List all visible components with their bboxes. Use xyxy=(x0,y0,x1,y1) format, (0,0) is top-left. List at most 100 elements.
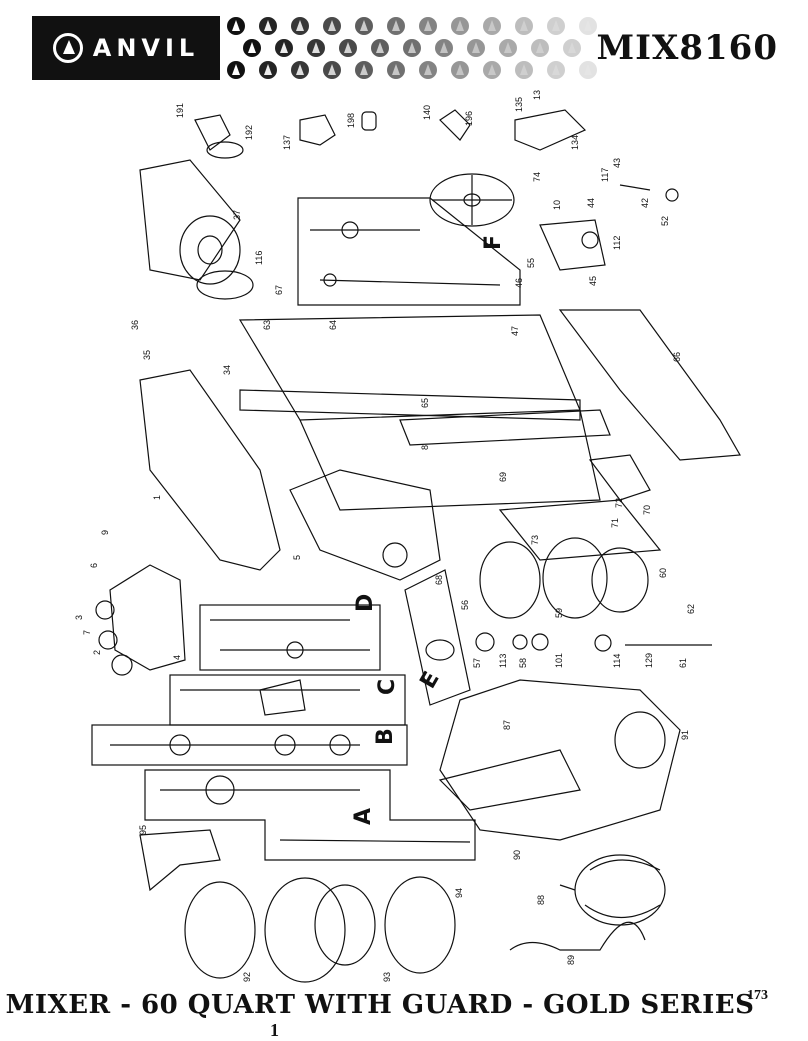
pattern-logo-icon xyxy=(547,61,565,79)
part-number-69: 69 xyxy=(498,472,508,482)
part-number-87: 87 xyxy=(502,720,512,730)
part-number-112: 112 xyxy=(612,236,622,250)
pattern-logo-mark xyxy=(328,20,336,31)
part-number-59: 59 xyxy=(554,608,564,618)
pattern-logo-icon xyxy=(579,17,597,35)
part-number-91: 91 xyxy=(680,730,690,740)
part-number-198: 198 xyxy=(346,113,356,128)
part-number-92: 92 xyxy=(242,972,252,982)
section-label-d: D xyxy=(353,594,378,612)
part-number-5: 5 xyxy=(292,555,302,560)
part-number-2: 2 xyxy=(92,650,102,655)
pattern-logo-mark xyxy=(360,20,368,31)
logo-pattern xyxy=(227,17,597,79)
pattern-logo-icon xyxy=(579,61,597,79)
frame-drawing xyxy=(238,309,741,511)
pattern-logo-mark xyxy=(568,42,576,53)
part-number-34: 34 xyxy=(222,365,232,375)
part-number-56: 56 xyxy=(460,600,470,610)
part-number-136: 136 xyxy=(532,90,542,100)
section-label-b: B xyxy=(373,728,398,745)
section-label-e: E xyxy=(416,667,445,693)
part-number-116: 116 xyxy=(254,251,264,265)
part-number-37: 37 xyxy=(232,210,242,220)
part-number-73: 73 xyxy=(530,535,540,545)
part-number-134: 134 xyxy=(570,135,580,150)
model-number: MIX8160 xyxy=(596,28,778,68)
pattern-logo-mark xyxy=(312,42,320,53)
brand-logo: ANVIL xyxy=(32,16,220,80)
pattern-logo-mark xyxy=(552,20,560,31)
pattern-logo-mark xyxy=(264,20,272,31)
pattern-logo-mark xyxy=(536,42,544,53)
part-number-45: 45 xyxy=(588,276,598,286)
part-number-42: 42 xyxy=(640,198,650,208)
pattern-logo-mark xyxy=(424,20,432,31)
pattern-logo-mark xyxy=(440,42,448,53)
pattern-logo-mark xyxy=(232,64,240,75)
pattern-logo-icon xyxy=(467,39,485,57)
part-number-192: 192 xyxy=(244,125,254,140)
part-number-140: 140 xyxy=(422,105,432,120)
part-number-36: 36 xyxy=(130,320,140,330)
pattern-logo-mark xyxy=(376,42,384,53)
pattern-logo-mark xyxy=(296,20,304,31)
part-number-196: 196 xyxy=(464,111,474,126)
part-number-9: 9 xyxy=(100,530,110,535)
part-number-67: 67 xyxy=(274,285,284,295)
pattern-logo-mark xyxy=(488,20,496,31)
part-number-60: 60 xyxy=(658,568,668,578)
page-title: MIXER - 60 QUART WITH GUARD - GOLD SERIE… xyxy=(5,990,755,1020)
section-label-f: F xyxy=(481,235,506,250)
part-number-4: 4 xyxy=(172,655,182,660)
pattern-logo-mark xyxy=(456,20,464,31)
pattern-logo-mark xyxy=(520,64,528,75)
part-number-137: 137 xyxy=(282,135,292,150)
part-number-8: 8 xyxy=(420,445,430,450)
part-number-94: 94 xyxy=(454,888,464,898)
pattern-logo-mark xyxy=(472,42,480,53)
part-number-74: 74 xyxy=(532,172,542,182)
pattern-logo-icon xyxy=(483,61,501,79)
pattern-logo-mark xyxy=(392,20,400,31)
part-number-95: 95 xyxy=(138,825,148,835)
part-number-64: 64 xyxy=(328,320,338,330)
pattern-logo-mark xyxy=(456,64,464,75)
pattern-logo-mark xyxy=(504,42,512,53)
pattern-logo-mark xyxy=(296,64,304,75)
section-label-a: A xyxy=(351,808,376,825)
part-number-89: 89 xyxy=(566,955,576,965)
pattern-logo-mark xyxy=(488,64,496,75)
pattern-logo-mark xyxy=(552,64,560,75)
bowl-drawing xyxy=(438,679,681,841)
part-number-71: 71 xyxy=(610,518,620,528)
part-number-3: 3 xyxy=(74,615,84,620)
part-number-10: 10 xyxy=(552,200,562,210)
pattern-logo-icon xyxy=(499,39,517,57)
pattern-logo-mark xyxy=(424,64,432,75)
part-number-1: 1 xyxy=(152,495,162,500)
part-number-43: 43 xyxy=(612,158,622,168)
part-number-191: 191 xyxy=(175,103,185,118)
part-number-129: 129 xyxy=(644,653,654,668)
part-number-68: 68 xyxy=(434,575,444,585)
pattern-logo-mark xyxy=(520,20,528,31)
part-number-88: 88 xyxy=(536,895,546,905)
footer-mark: 1 xyxy=(270,1020,279,1040)
motor-drawing xyxy=(139,159,254,300)
page-number: 173 xyxy=(747,988,768,1003)
pattern-logo-icon xyxy=(483,17,501,35)
part-number-135: 135 xyxy=(514,97,524,112)
part-number-70: 70 xyxy=(642,505,652,515)
pattern-logo-mark xyxy=(232,20,240,31)
part-number-101: 101 xyxy=(554,653,564,668)
part-number-113: 113 xyxy=(498,654,508,668)
part-number-58: 58 xyxy=(518,658,528,668)
part-number-65: 65 xyxy=(420,398,430,408)
part-number-35: 35 xyxy=(142,350,152,360)
pattern-logo-mark xyxy=(328,64,336,75)
pattern-logo-mark xyxy=(392,64,400,75)
pattern-logo-mark xyxy=(408,42,416,53)
